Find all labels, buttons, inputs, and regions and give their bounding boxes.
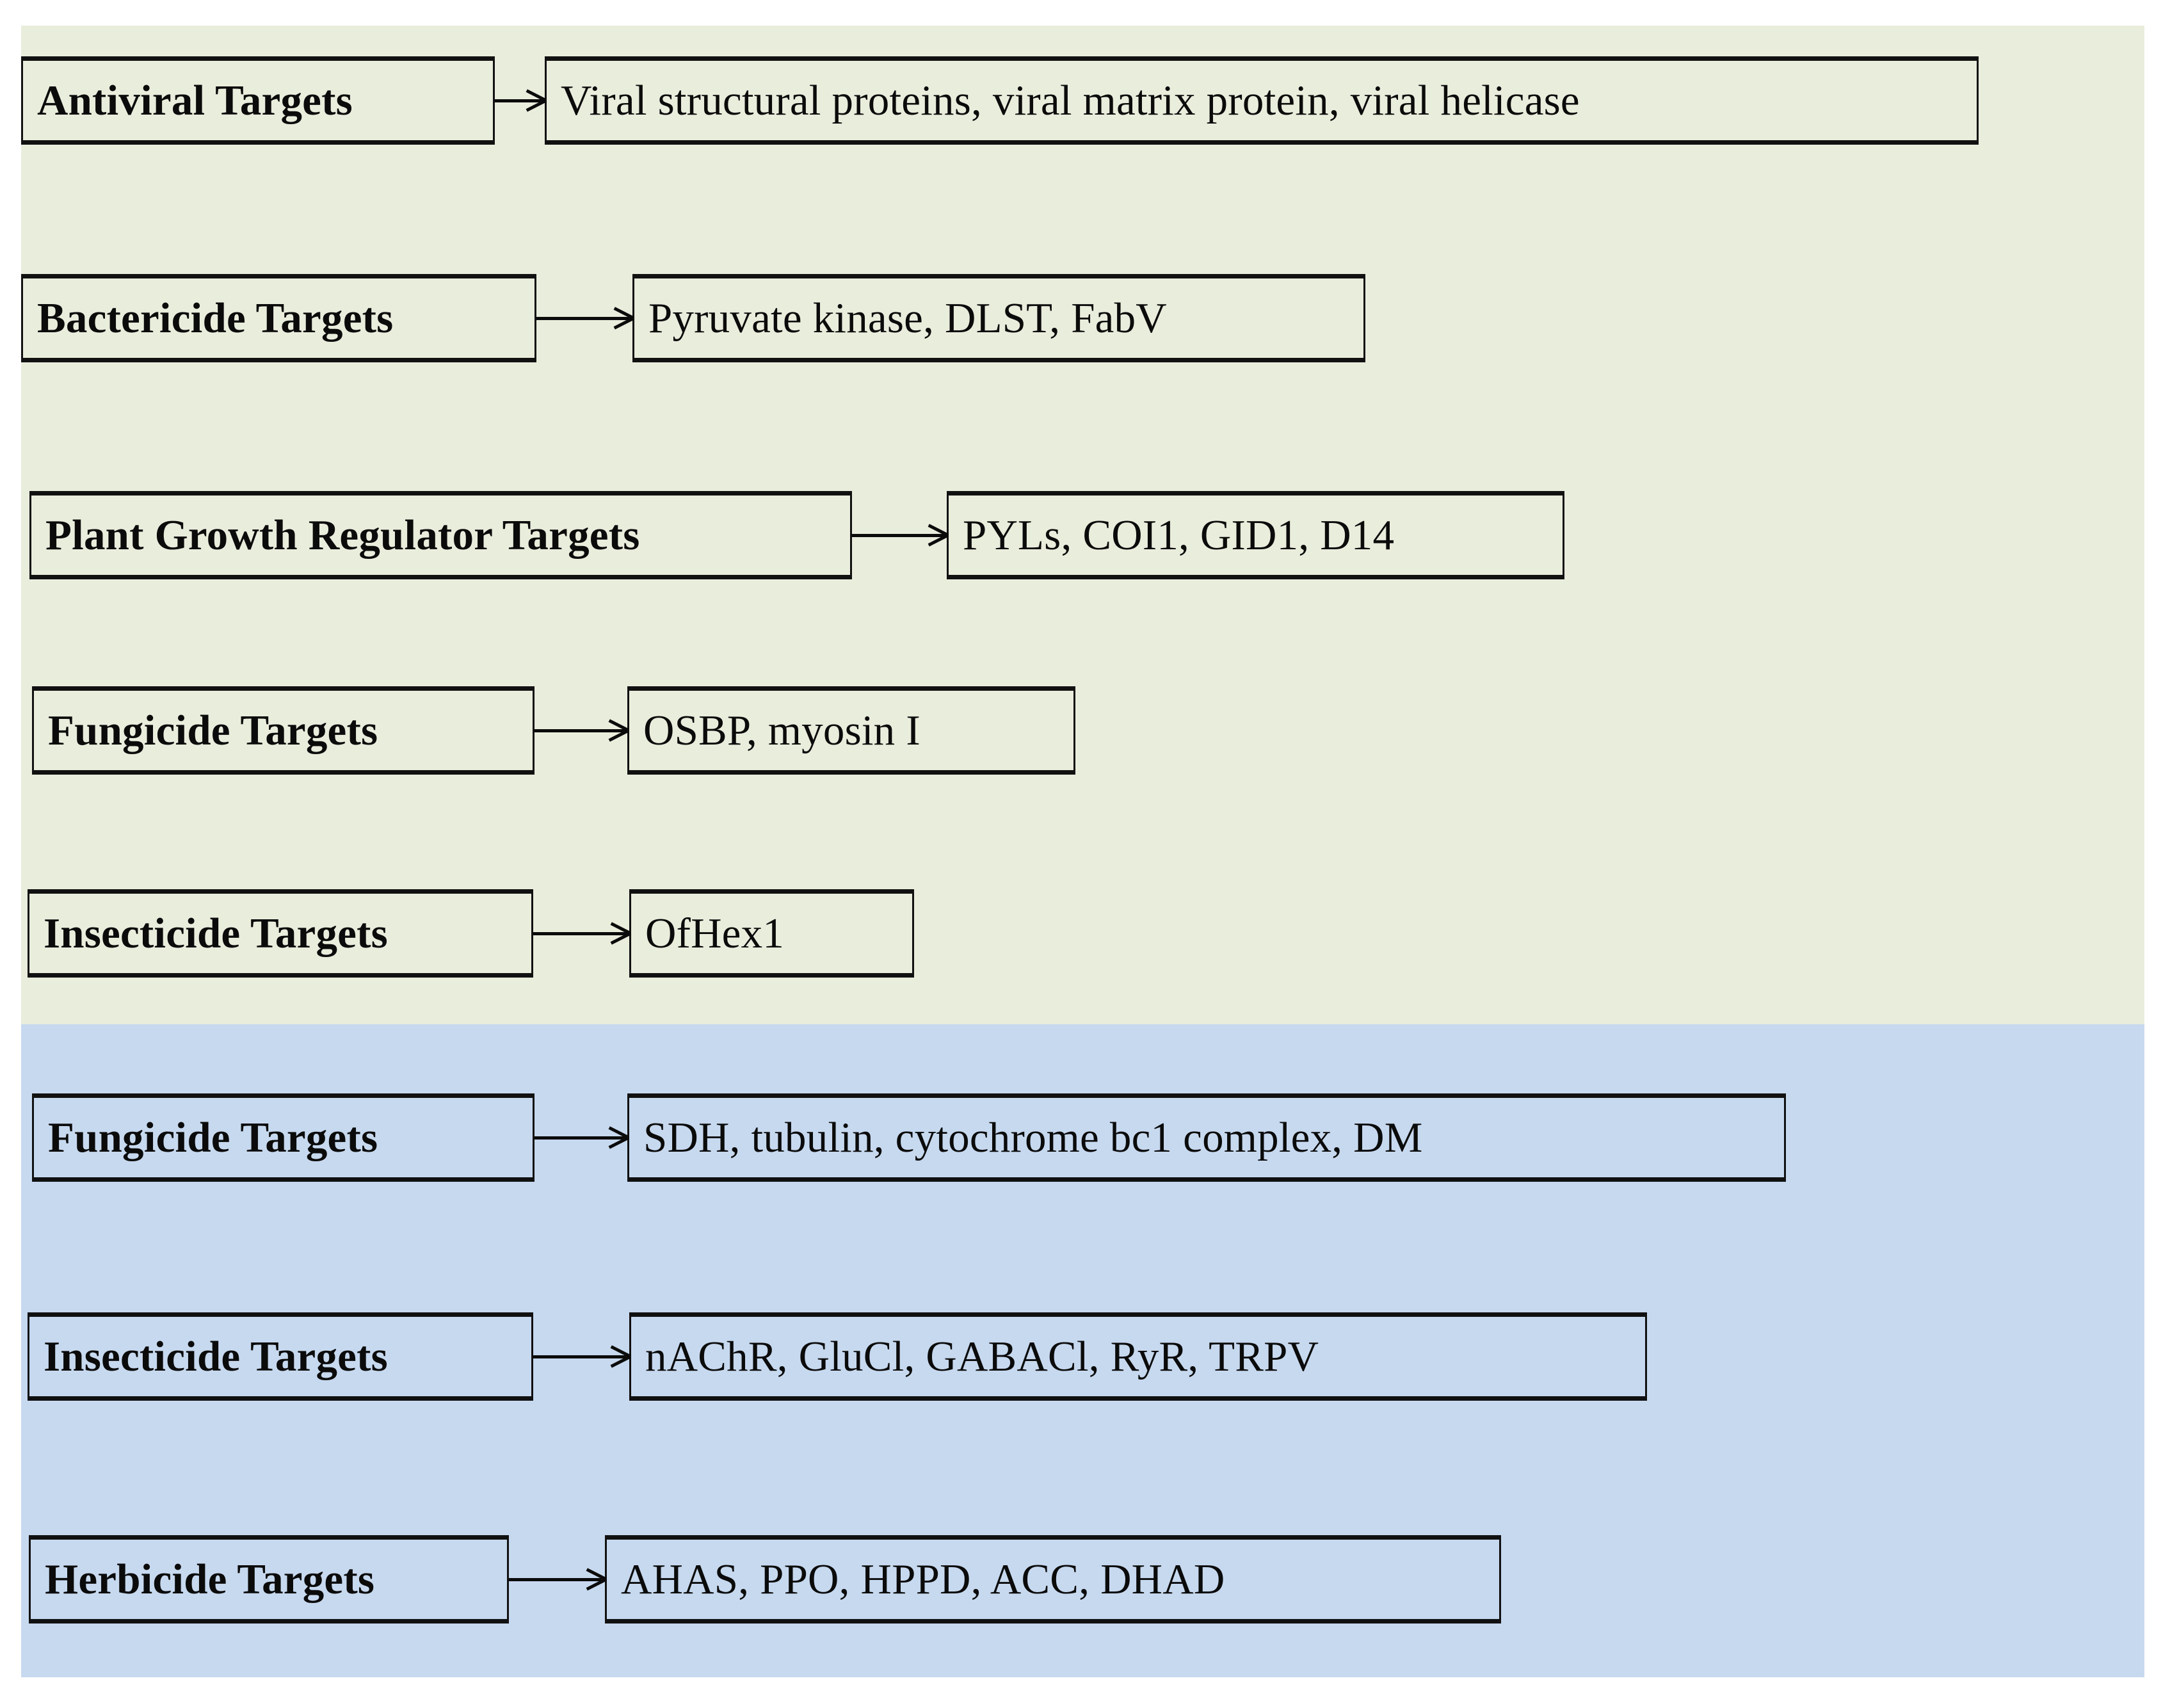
node-herbicide-values-blue[interactable]: AHAS, PPO, HPPD, ACC, DHAD [605,1535,1501,1623]
node-value-text: Viral structural proteins, viral matrix … [561,76,1580,124]
arrow-shaft [509,1577,605,1581]
node-label-text: Fungicide Targets [48,1113,378,1161]
arrow-head-icon [609,721,629,740]
arrow-shaft [533,931,629,935]
node-value-text: Pyruvate kinase, DLST, FabV [648,294,1167,342]
arrow-shaft [536,316,632,320]
node-bactericide-values[interactable]: Pyruvate kinase, DLST, FabV [632,274,1365,362]
row-insecticide-green: Insecticide Targets OfHex1 [28,889,914,978]
row-antiviral: Antiviral Targets Viral structural prote… [21,56,1979,145]
node-bactericide-targets[interactable]: Bactericide Targets [21,274,536,362]
node-fungicide-targets-green[interactable]: Fungicide Targets [32,686,534,775]
arrow-insecticide-green [533,930,629,937]
row-herbicide-blue: Herbicide Targets AHAS, PPO, HPPD, ACC, … [29,1535,1501,1623]
node-value-text: OfHex1 [645,909,785,957]
node-fungicide-values-blue[interactable]: SDH, tubulin, cytochrome bc1 complex, DM [627,1093,1786,1182]
node-plant-growth-regulator-values[interactable]: PYLs, COI1, GID1, D14 [947,491,1564,579]
node-insecticide-values-blue[interactable]: nAChR, GluCl, GABACl, RyR, TRPV [629,1312,1647,1401]
node-label-text: Insecticide Targets [44,909,388,957]
row-fungicide-green: Fungicide Targets OSBP, myosin I [32,686,1075,775]
row-bactericide: Bactericide Targets Pyruvate kinase, DLS… [21,274,1365,362]
green-section-background [21,26,2144,1024]
node-label-text: Bactericide Targets [37,294,394,342]
node-plant-growth-regulator-targets[interactable]: Plant Growth Regulator Targets [29,491,852,579]
arrow-head-icon [587,1570,606,1589]
arrow-insecticide-blue [533,1353,629,1360]
blue-section-background [21,1024,2144,1677]
arrow-bactericide [536,315,632,321]
arrow-shaft [533,1355,629,1358]
node-antiviral-targets[interactable]: Antiviral Targets [21,56,495,145]
arrow-plant-growth-regulator [852,532,947,538]
arrow-head-icon [609,1128,629,1147]
node-fungicide-values-green[interactable]: OSBP, myosin I [627,686,1075,775]
node-label-text: Plant Growth Regulator Targets [45,511,640,559]
node-value-text: nAChR, GluCl, GABACl, RyR, TRPV [645,1332,1319,1380]
arrow-herbicide-blue [509,1576,605,1583]
node-label-text: Fungicide Targets [48,706,378,754]
arrow-head-icon [929,526,948,545]
arrow-head-icon [611,1347,631,1366]
row-plant-growth-regulator: Plant Growth Regulator Targets PYLs, COI… [29,491,1564,579]
node-value-text: AHAS, PPO, HPPD, ACC, DHAD [621,1555,1225,1603]
arrow-shaft [495,99,545,102]
node-value-text: PYLs, COI1, GID1, D14 [963,511,1395,559]
node-value-text: SDH, tubulin, cytochrome bc1 complex, DM [643,1113,1423,1161]
arrow-fungicide-green [534,727,627,734]
node-label-text: Insecticide Targets [44,1332,388,1380]
arrow-antiviral [495,97,545,104]
node-label-text: Antiviral Targets [37,76,353,124]
node-insecticide-targets-blue[interactable]: Insecticide Targets [28,1312,533,1401]
node-insecticide-targets-green[interactable]: Insecticide Targets [28,889,533,978]
arrow-shaft [534,1136,627,1140]
arrow-shaft [852,533,947,537]
row-fungicide-blue: Fungicide Targets SDH, tubulin, cytochro… [32,1093,1786,1182]
arrow-shaft [534,729,627,732]
node-label-text: Herbicide Targets [45,1555,375,1603]
row-insecticide-blue: Insecticide Targets nAChR, GluCl, GABACl… [28,1312,1647,1401]
arrow-head-icon [615,309,634,328]
arrow-fungicide-blue [534,1134,627,1141]
arrow-head-icon [611,924,631,943]
arrow-head-icon [527,91,546,110]
node-value-text: OSBP, myosin I [643,706,920,754]
node-herbicide-targets-blue[interactable]: Herbicide Targets [29,1535,509,1623]
node-insecticide-values-green[interactable]: OfHex1 [629,889,914,978]
node-antiviral-values[interactable]: Viral structural proteins, viral matrix … [545,56,1979,145]
node-fungicide-targets-blue[interactable]: Fungicide Targets [32,1093,534,1182]
